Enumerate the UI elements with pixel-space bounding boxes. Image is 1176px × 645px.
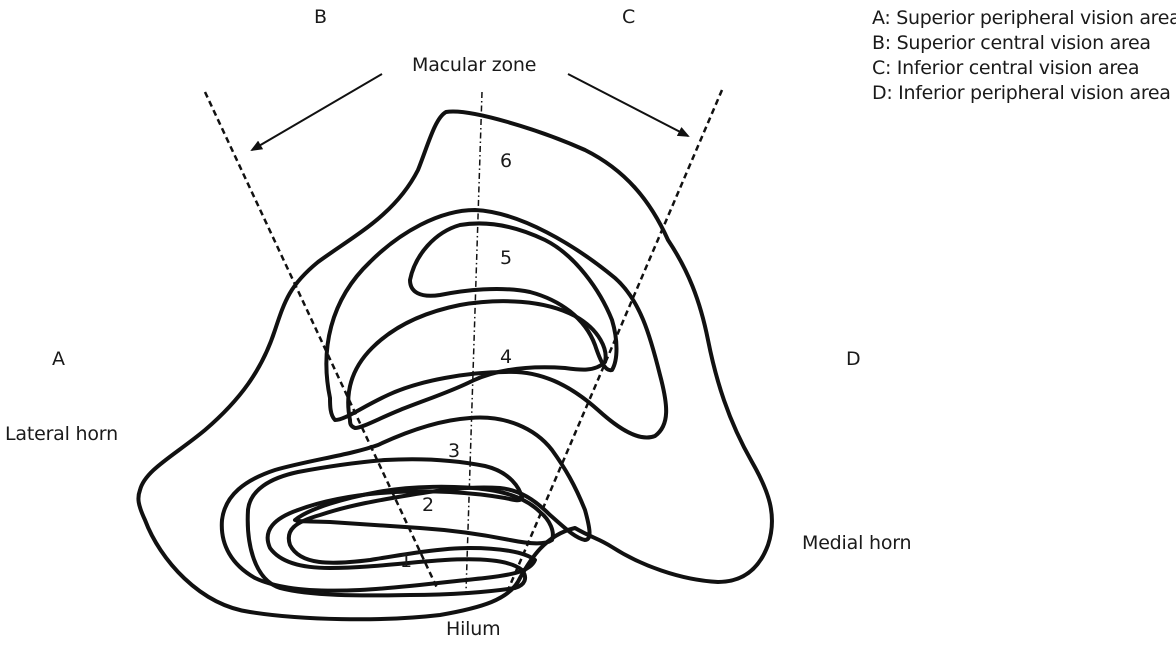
right-dashed-boundary (506, 89, 724, 591)
arrow-to-b (250, 73, 383, 152)
layer-2-crescent (293, 484, 555, 546)
legend-item-b: B: Superior central vision area (872, 32, 1151, 54)
midline-dash-dot (465, 91, 483, 593)
legend: A: Superior peripheral vision area B: Su… (872, 6, 1176, 106)
label-b: B (314, 6, 327, 28)
layer-shell-3 (219, 415, 592, 593)
hilum-label: Hilum (446, 618, 501, 640)
label-a: A (52, 348, 65, 370)
layer-number-5: 5 (499, 247, 513, 269)
label-d: D (846, 348, 861, 370)
lateral-horn-label: Lateral horn (5, 423, 118, 445)
macular-zone-label: Macular zone (412, 54, 537, 76)
legend-item-d: D: Inferior peripheral vision area (872, 82, 1171, 104)
layer-1-band (245, 457, 528, 598)
legend-item-c: C: Inferior central vision area (872, 57, 1140, 79)
layer-number-1: 1 (399, 550, 413, 572)
label-c: C (622, 6, 636, 28)
arrow-to-c (567, 73, 690, 137)
layer-number-2: 2 (421, 494, 435, 516)
medial-horn-label: Medial horn (802, 532, 912, 554)
layer-shell-4 (346, 299, 608, 430)
layer-shell-5 (324, 208, 669, 440)
legend-item-a: A: Superior peripheral vision area (872, 7, 1176, 29)
layer-number-6: 6 (499, 150, 513, 172)
layer-number-4: 4 (499, 346, 513, 368)
layer-number-3: 3 (447, 440, 461, 462)
outer-boundary (136, 109, 774, 622)
left-dashed-boundary (203, 91, 440, 591)
